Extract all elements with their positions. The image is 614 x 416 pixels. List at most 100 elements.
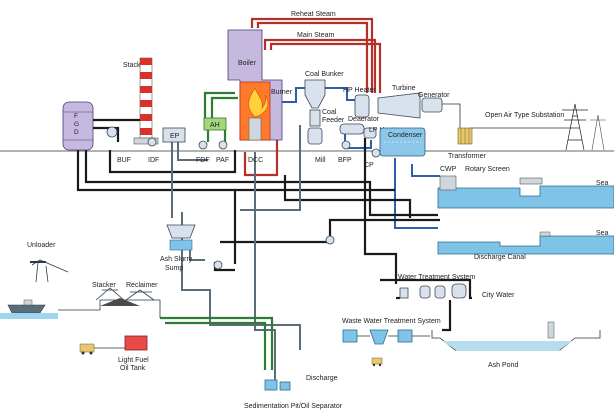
generator xyxy=(421,97,443,113)
ash-pond xyxy=(431,321,601,351)
coal-feed-pipes xyxy=(160,316,274,370)
city-water-label: City Water xyxy=(482,292,515,299)
coal-pile xyxy=(100,298,140,306)
water-treatment-label: Water Treatment System xyxy=(398,274,475,281)
transformer xyxy=(457,127,473,145)
condensate-pipe xyxy=(344,125,372,149)
reclaimer xyxy=(125,289,155,301)
flame-icon xyxy=(248,87,269,118)
waste-water-label: Waste Water Treatment System xyxy=(342,318,441,325)
turbine-label: Turbine xyxy=(392,85,416,92)
cwp-label: CWP xyxy=(440,166,457,173)
stack-label: Stack xyxy=(123,62,141,69)
ash-pond-label: Ash Pond xyxy=(488,362,518,369)
condenser-label: Condenser xyxy=(388,132,423,139)
sea-label-2: Sea xyxy=(596,230,609,237)
reclaimer-label: Reclaimer xyxy=(126,282,158,289)
paf-fan xyxy=(218,140,228,150)
substation-tower-2 xyxy=(590,114,606,151)
transformer-label: Transformer xyxy=(448,153,487,160)
fdf-label: FDF xyxy=(196,157,210,164)
coal-feeder xyxy=(309,109,321,127)
generator-label: Generator xyxy=(418,92,450,99)
fgd-unit xyxy=(62,101,94,151)
coal-bunker xyxy=(304,79,326,109)
ah-label: AH xyxy=(210,122,220,129)
ep-label: EP xyxy=(170,133,180,140)
mill xyxy=(307,127,323,145)
deaerator-label: Deaerator xyxy=(348,116,380,123)
main-steam-pipe xyxy=(263,38,382,93)
unloader xyxy=(30,259,69,283)
idf-label: IDF xyxy=(148,157,159,164)
coal-feeder-label-1: Coal xyxy=(322,109,337,116)
cp-label: CP xyxy=(364,162,374,169)
ep-unit xyxy=(162,127,186,143)
discharge-label: Discharge xyxy=(306,375,338,382)
stacker xyxy=(95,287,125,301)
cp-pump xyxy=(371,148,381,158)
lp-heater xyxy=(363,127,377,139)
ash-slurry-label-2: Sump xyxy=(165,265,183,272)
substation-tower xyxy=(562,103,588,151)
reheat-steam-label: Reheat Steam xyxy=(291,11,336,18)
sedimentation-label: Sedimentation Pit/Oil Separator xyxy=(244,403,343,410)
sedimentation-pit xyxy=(264,379,291,391)
feedwater-red-pipe xyxy=(243,140,279,177)
waste-truck xyxy=(371,357,383,367)
buf-fan xyxy=(106,126,118,138)
buf-label: BUF xyxy=(117,157,131,164)
harbor-water xyxy=(0,313,58,319)
ash-pump xyxy=(213,260,223,270)
discharge-canal xyxy=(437,231,614,255)
waste-water-treatment xyxy=(342,329,430,345)
ship xyxy=(7,299,46,314)
fgd-label: F xyxy=(74,113,78,120)
unloader-label: Unloader xyxy=(27,242,56,249)
idf-fan xyxy=(147,137,157,147)
intake-channel xyxy=(437,175,614,209)
air-heater xyxy=(203,117,227,131)
burner-label: Burner xyxy=(271,89,293,96)
hp-heater xyxy=(354,94,370,118)
fgd-gas-duct-2 xyxy=(93,126,120,142)
ash-slurry-label-1: Ash Slurry xyxy=(160,256,193,263)
boiler-label: Boiler xyxy=(238,60,257,67)
boiler xyxy=(227,29,283,141)
reheat-steam-pipe xyxy=(250,17,374,93)
fuel-tank-label-1: Light Fuel xyxy=(118,357,149,364)
fdf-fan xyxy=(198,140,208,150)
main-steam-label: Main Steam xyxy=(297,32,335,39)
light-fuel-oil-tank xyxy=(124,335,148,351)
bfp-pump xyxy=(341,140,351,150)
substation-label: Open Air Type Substation xyxy=(485,112,564,119)
coal-bunker-label: Coal Bunker xyxy=(305,71,344,78)
water-treatment-system xyxy=(399,283,467,299)
fgd-label-3: D xyxy=(74,129,79,136)
turbine xyxy=(377,92,421,119)
stacker-label: Stacker xyxy=(92,282,116,289)
paf-label: PAF xyxy=(216,157,229,164)
air-duct-pipes xyxy=(203,91,238,142)
bfp-label: BFP xyxy=(338,157,352,164)
deaerator xyxy=(339,123,365,135)
mill-label: Mill xyxy=(315,157,326,164)
condenser xyxy=(379,127,426,157)
flue-gas-pipes xyxy=(76,136,440,284)
cw-in-pipe xyxy=(411,164,440,177)
hp-heater-label: HP Heater xyxy=(343,87,376,94)
cw-out-pipe xyxy=(394,158,438,229)
dcc-label: DCC xyxy=(248,157,263,164)
fgd-label-2: G xyxy=(74,121,79,128)
stack xyxy=(133,57,159,145)
discharge-canal-label: Discharge Canal xyxy=(474,254,526,261)
sea-label-1: Sea xyxy=(596,180,609,187)
water-treatment-pipes xyxy=(380,278,472,332)
rotary-screen-label: Rotary Screen xyxy=(465,166,510,173)
fuel-truck xyxy=(79,343,95,355)
water-pump xyxy=(325,235,335,245)
conveyor-line xyxy=(58,299,161,318)
ash-slurry-sump xyxy=(166,224,196,251)
coal-feeder-label-2: Feeder xyxy=(322,117,345,124)
